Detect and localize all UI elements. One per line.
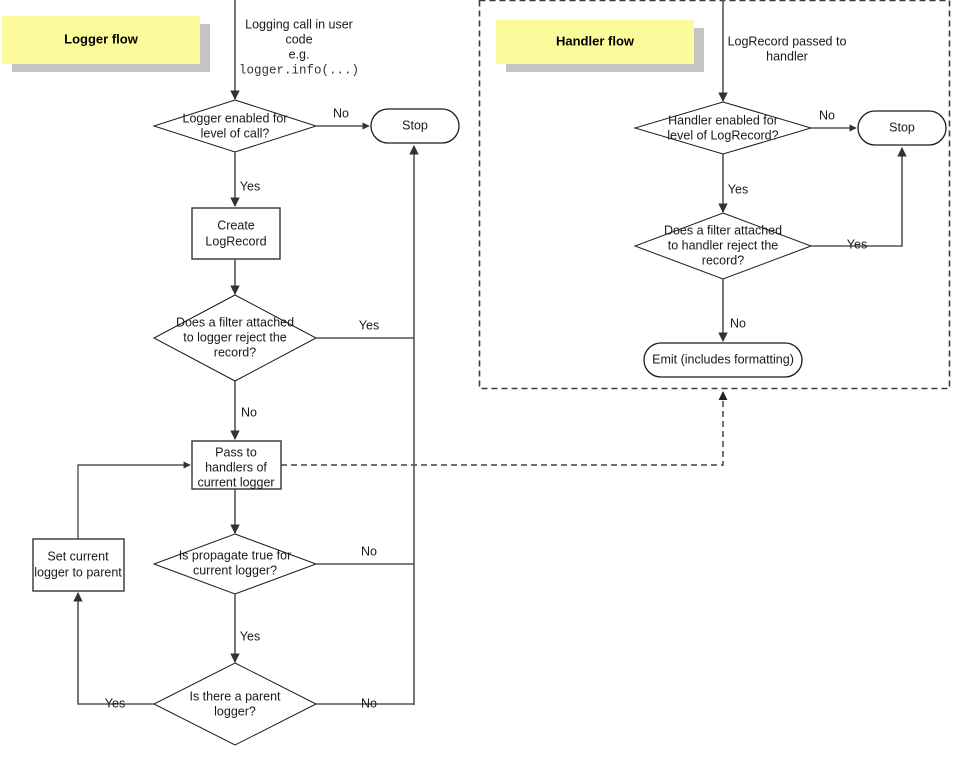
node-pass-to-handlers: Pass to handlers of current logger bbox=[191, 440, 282, 490]
node-parent-logger: Is there a parent logger? bbox=[152, 662, 318, 746]
parent-logger-label-line1: Is there a parent bbox=[189, 689, 281, 703]
node-logger-enabled: Logger enabled for level of call? bbox=[152, 99, 318, 153]
caption-logging-call-line1: Logging call in user bbox=[245, 17, 353, 31]
pass-to-handlers-label-line3: current logger bbox=[197, 475, 274, 489]
edge-label-logger-enabled-no: No bbox=[333, 106, 349, 120]
node-logger-filter: Does a filter attached to logger reject … bbox=[152, 294, 318, 382]
pass-to-handlers-label-line2: handlers of bbox=[205, 460, 267, 474]
parent-logger-label-line2: logger? bbox=[214, 704, 256, 718]
edge-label-handler-filter-no: No bbox=[730, 316, 746, 330]
node-emit: Emit (includes formatting) bbox=[643, 342, 803, 378]
edge-label-logger-filter-yes: Yes bbox=[359, 318, 379, 332]
logger-filter-label-line2: to logger reject the bbox=[183, 330, 287, 344]
edge-label-handler-enabled-yes: Yes bbox=[728, 182, 748, 196]
handler-filter-label-line3: record? bbox=[702, 253, 744, 267]
logger-stop-label: Stop bbox=[402, 118, 428, 132]
edge-label-logger-filter-no: No bbox=[241, 405, 257, 419]
node-is-propagate: Is propagate true for current logger? bbox=[152, 533, 318, 595]
edge-pass-to-handler-flow bbox=[281, 391, 728, 466]
node-set-parent: Set current logger to parent bbox=[32, 538, 125, 592]
logger-filter-label-line1: Does a filter attached bbox=[176, 315, 294, 329]
handler-stop-label: Stop bbox=[889, 120, 915, 134]
create-logrecord-label-line1: Create bbox=[217, 218, 255, 232]
handler-flow-title-box bbox=[496, 20, 694, 64]
handler-flow-title: Handler flow bbox=[496, 20, 704, 72]
node-logger-stop: Stop bbox=[370, 108, 460, 144]
emit-shape bbox=[643, 342, 803, 378]
edge-label-parent-no: No bbox=[361, 696, 377, 710]
logger-flow-title: Logger flow bbox=[2, 16, 210, 72]
is-propagate-label-line2: current logger? bbox=[193, 563, 277, 577]
edge-label-propagate-no: No bbox=[361, 544, 377, 558]
node-create-logrecord: Create LogRecord bbox=[191, 207, 281, 260]
edge-label-logger-enabled-yes: Yes bbox=[240, 179, 260, 193]
edge-label-propagate-yes: Yes bbox=[240, 629, 260, 643]
edge-set-parent-to-pass bbox=[77, 461, 191, 539]
create-logrecord-label-line2: LogRecord bbox=[205, 234, 266, 248]
logger-flow-title-text: Logger flow bbox=[64, 31, 139, 46]
caption-logrecord-passed-line1: LogRecord passed to bbox=[728, 34, 847, 48]
edge-label-parent-yes: Yes bbox=[105, 696, 125, 710]
node-handler-enabled: Handler enabled for level of LogRecord? bbox=[633, 101, 813, 155]
logger-enabled-label-line2: level of call? bbox=[201, 126, 270, 140]
set-parent-label-line2: logger to parent bbox=[34, 565, 122, 579]
handler-stop-shape bbox=[857, 110, 947, 146]
logger-filter-label-line3: record? bbox=[214, 345, 256, 359]
handler-enabled-label-line1: Handler enabled for bbox=[668, 113, 778, 127]
pass-to-handlers-label-line1: Pass to bbox=[215, 445, 257, 459]
handler-enabled-label-line2: level of LogRecord? bbox=[667, 128, 778, 142]
handler-filter-label-line1: Does a filter attached bbox=[664, 223, 782, 237]
caption-logrecord-passed-line2: handler bbox=[766, 49, 808, 63]
caption-logging-call-line2: code bbox=[285, 32, 312, 46]
edge-label-handler-filter-yes: Yes bbox=[847, 237, 867, 251]
pass-to-handlers-box bbox=[191, 440, 282, 490]
logger-stop-shape bbox=[370, 108, 460, 144]
create-logrecord-box bbox=[191, 207, 281, 260]
emit-label: Emit (includes formatting) bbox=[652, 352, 794, 366]
is-propagate-label-line1: Is propagate true for bbox=[179, 548, 292, 562]
node-handler-stop: Stop bbox=[857, 110, 947, 146]
logger-enabled-label-line1: Logger enabled for bbox=[183, 111, 288, 125]
logger-flow-title-box bbox=[2, 16, 200, 64]
parent-logger-diamond bbox=[152, 662, 318, 746]
handler-flow-group-border bbox=[478, 0, 951, 390]
node-handler-filter: Does a filter attached to handler reject… bbox=[633, 212, 813, 280]
edge-parent-yes bbox=[73, 592, 154, 705]
handler-filter-label-line2: to handler reject the bbox=[668, 238, 779, 252]
handler-flow-title-text: Handler flow bbox=[556, 33, 635, 48]
caption-logging-call-code: logger.info(...) bbox=[239, 63, 359, 77]
edge-label-handler-enabled-no: No bbox=[819, 108, 835, 122]
caption-logging-call-line3: e.g. bbox=[289, 47, 310, 61]
set-parent-label-line1: Set current bbox=[47, 549, 109, 563]
edge-handler-filter-yes bbox=[811, 147, 907, 247]
